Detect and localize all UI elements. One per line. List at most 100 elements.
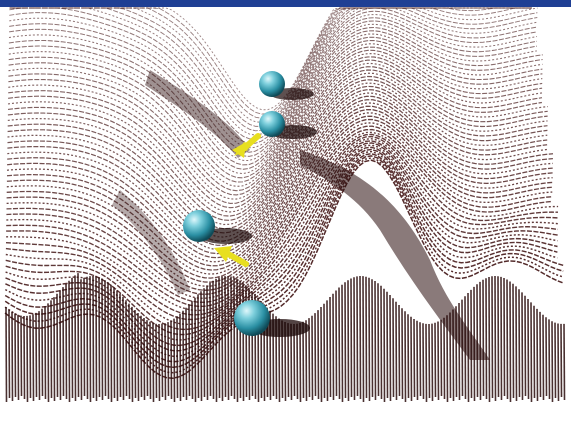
wall-hatch-line (108, 282, 109, 399)
wall-hatch-line (201, 291, 202, 401)
wall-hatch-line (513, 284, 514, 398)
wall-hatch-line (63, 287, 64, 396)
wall-hatch-line (417, 321, 418, 400)
wall-hatch-line (483, 280, 484, 396)
wall-hatch-line (504, 278, 505, 396)
wall-hatch-line (420, 322, 421, 396)
wall-hatch-line (342, 285, 343, 402)
wall-hatch-line (552, 321, 553, 402)
wall-hatch-line (36, 313, 37, 397)
wall-hatch-line (360, 276, 361, 399)
wall-hatch-line (402, 308, 403, 399)
wall-hatch-line (33, 314, 34, 401)
wall-hatch-line (414, 319, 415, 397)
wall-hatch-line (135, 310, 136, 398)
wall-hatch-line (234, 277, 235, 399)
contour-line (6, 139, 558, 325)
wall-hatch-line (495, 276, 496, 401)
wall-hatch-line (477, 284, 478, 397)
wall-hatch-line (45, 306, 46, 399)
wall-hatch-line (390, 295, 391, 401)
wall-hatch-line (9, 310, 10, 398)
wall-hatch-line (174, 319, 175, 402)
wall-hatch-line (183, 311, 184, 397)
wall-hatch-line (408, 314, 409, 398)
wall-hatch-line (429, 324, 430, 398)
wall-hatch-line (555, 323, 556, 398)
wall-hatch-line (204, 288, 205, 397)
wall-hatch-line (27, 316, 28, 402)
wall-hatch-line (123, 297, 124, 400)
wall-hatch-line (12, 312, 13, 401)
wall-hatch-line (18, 315, 19, 400)
wall-hatch-line (177, 316, 178, 398)
wall-hatch-line (105, 280, 106, 396)
wall-hatch-line (444, 318, 445, 399)
wall-hatch-line (396, 302, 397, 400)
wall-hatch-line (387, 292, 388, 398)
wall-hatch-line (510, 282, 511, 403)
wall-hatch-line (132, 307, 133, 402)
wall-hatch-line (453, 310, 454, 402)
wall-hatch-line (537, 309, 538, 401)
wall-hatch-line (168, 322, 169, 396)
wall-hatch-line (363, 276, 364, 402)
wall-hatch-line (519, 289, 520, 397)
wall-hatch-line (219, 278, 220, 399)
wall-hatch-line (315, 313, 316, 396)
wall-hatch-line (522, 292, 523, 400)
wall-hatch-line (366, 277, 367, 398)
wall-hatch-line (84, 278, 85, 396)
wall-hatch-line (321, 307, 322, 402)
wall-hatch-line (372, 279, 373, 397)
wall-hatch-line (381, 286, 382, 399)
wall-hatch-line (42, 309, 43, 396)
wall-hatch-line (354, 277, 355, 400)
wall-hatch-line (126, 300, 127, 396)
wall-hatch-line (528, 299, 529, 399)
wall-hatch-line (57, 294, 58, 397)
wall-hatch-line (60, 291, 61, 401)
wall-hatch-line (447, 315, 448, 402)
wall-hatch-line (345, 282, 346, 398)
wall-hatch-line (237, 279, 238, 402)
wall-hatch-line (351, 279, 352, 398)
contour-line (9, 31, 543, 182)
wall-hatch-line (399, 305, 400, 396)
wall-hatch-line (159, 324, 160, 401)
contour-line (10, 8, 532, 126)
wall-hatch-line (486, 278, 487, 399)
wall-hatch-line (405, 311, 406, 402)
wall-hatch-line (327, 300, 328, 401)
wall-hatch-line (51, 300, 52, 398)
wall-hatch-line (114, 287, 115, 398)
wall-hatch-line (435, 323, 436, 397)
wall-hatch-line (207, 285, 208, 400)
wall-hatch-line (162, 324, 163, 397)
wall-hatch-line (525, 296, 526, 396)
wall-hatch-line (300, 323, 301, 402)
wall-hatch-line (357, 276, 358, 396)
wall-hatch-line (96, 276, 97, 401)
wall-hatch-line (231, 277, 232, 397)
wall-hatch-line (39, 311, 40, 400)
wall-hatch-line (462, 300, 463, 396)
wall-hatch-line (222, 277, 223, 402)
wall-hatch-line (144, 318, 145, 400)
wall-hatch-line (225, 276, 226, 397)
wall-hatch-line (30, 315, 31, 398)
wall-hatch-line (93, 276, 94, 398)
wall-hatch-line (69, 281, 70, 402)
wall-hatch-line (90, 276, 91, 402)
wall-hatch-line (393, 298, 394, 397)
wall-hatch-line (6, 307, 7, 402)
wall-hatch-line (507, 280, 508, 400)
wall-hatch-line (333, 294, 334, 400)
wall-hatch-line (384, 289, 385, 402)
wall-hatch-line (543, 315, 544, 400)
wall-hatch-line (198, 294, 199, 398)
wall-hatch-line (456, 306, 457, 397)
wall-hatch-line (564, 324, 565, 400)
